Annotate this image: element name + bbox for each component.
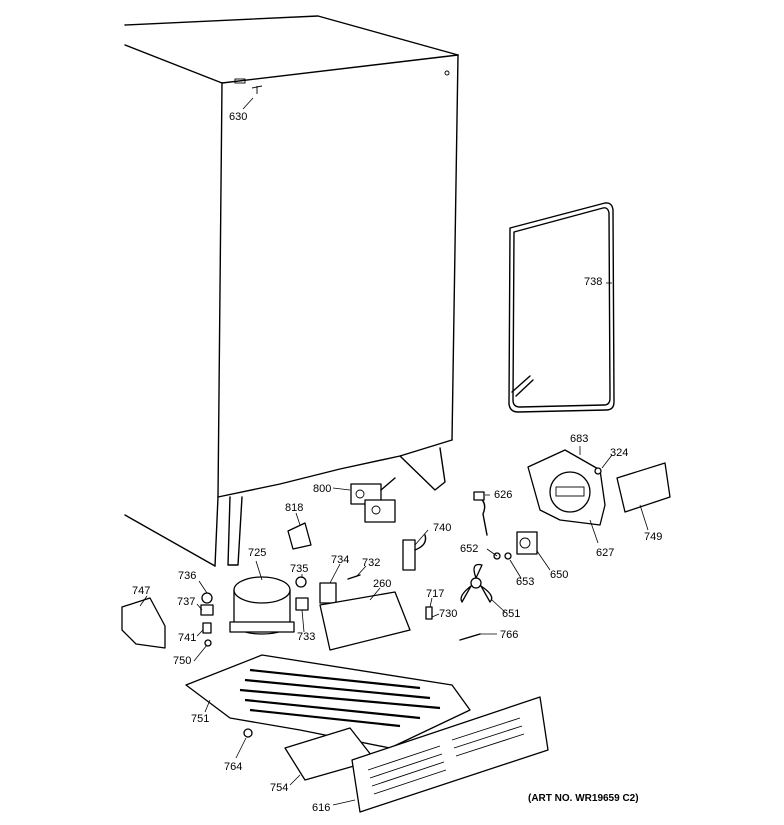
electrical-box-747 — [121, 597, 166, 649]
cover-749 — [616, 462, 671, 513]
fan-bracket-627 — [527, 449, 606, 526]
condenser-base-751 — [185, 591, 471, 749]
label-738: 738 — [584, 276, 602, 288]
label-630: 630 — [229, 111, 247, 123]
label-725: 725 — [248, 547, 266, 559]
label-627: 627 — [596, 547, 614, 559]
label-741: 741 — [178, 632, 196, 644]
grille-616 — [351, 696, 549, 813]
label-740: 740 — [433, 522, 451, 534]
leader-lines — [139, 97, 649, 806]
art-number: (ART NO. WR19659 C2) — [528, 793, 639, 804]
label-260: 260 — [373, 578, 391, 590]
label-732: 732 — [362, 557, 380, 569]
sensor-626 — [473, 491, 488, 536]
label-764: 764 — [224, 761, 242, 773]
label-747: 747 — [132, 585, 150, 597]
compressor-725 — [229, 576, 295, 635]
fan-blade-651 — [460, 563, 493, 603]
label-737: 737 — [177, 596, 195, 608]
label-717: 717 — [426, 588, 444, 600]
label-324: 324 — [610, 447, 628, 459]
cabinet — [124, 15, 459, 567]
label-734: 734 — [331, 554, 349, 566]
door-gasket-738 — [508, 202, 615, 413]
thermistor-740 — [402, 534, 427, 571]
bracket-818 — [287, 522, 312, 550]
label-653: 653 — [516, 576, 534, 588]
part-labels: 630 738 683 324 800 626 818 740 652 627 … — [132, 111, 662, 814]
label-736: 736 — [178, 570, 196, 582]
small-parts — [200, 467, 602, 738]
label-730: 730 — [439, 608, 457, 620]
label-626: 626 — [494, 489, 512, 501]
label-735: 735 — [290, 563, 308, 575]
label-683: 683 — [570, 433, 588, 445]
label-650: 650 — [550, 569, 568, 581]
water-valve-800 — [350, 477, 396, 523]
label-750: 750 — [173, 655, 191, 667]
label-651: 651 — [502, 608, 520, 620]
fan-motor-650 — [516, 531, 538, 555]
label-733: 733 — [297, 631, 315, 643]
label-749: 749 — [644, 531, 662, 543]
label-652: 652 — [460, 543, 478, 555]
label-818: 818 — [285, 502, 303, 514]
label-754: 754 — [270, 782, 288, 794]
label-800: 800 — [313, 483, 331, 495]
label-751: 751 — [191, 713, 209, 725]
label-766: 766 — [500, 629, 518, 641]
label-616: 616 — [312, 802, 330, 814]
